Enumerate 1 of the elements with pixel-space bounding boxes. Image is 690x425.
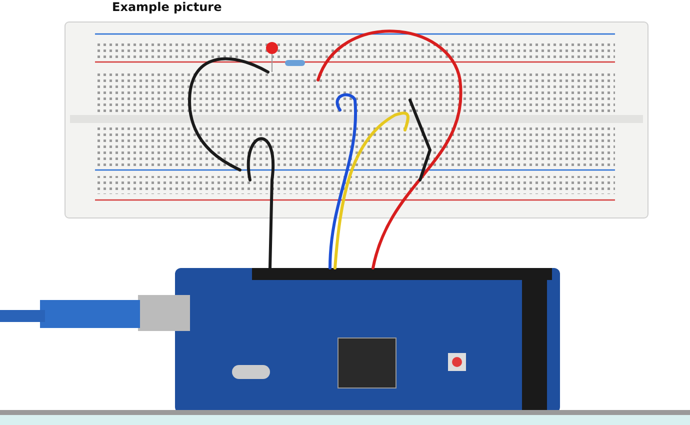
title: Example picture: [112, 0, 222, 14]
